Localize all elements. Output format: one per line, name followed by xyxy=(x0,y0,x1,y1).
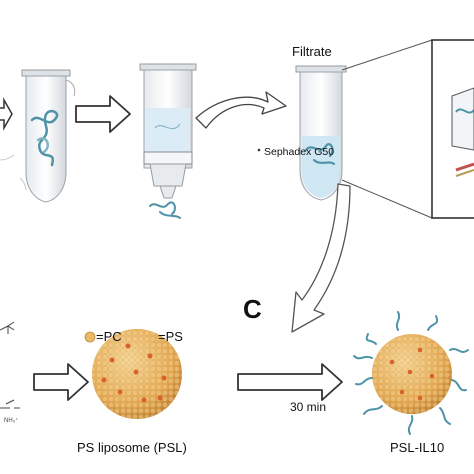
legend-pc-label: =PC xyxy=(96,329,122,344)
filtrate-protein-icon xyxy=(304,143,336,166)
legend-pc-bead xyxy=(84,331,96,343)
block-arrow-3 xyxy=(237,363,343,401)
incubation-time-label: 30 min xyxy=(290,400,327,414)
block-arrow-2 xyxy=(33,363,89,401)
filtrate-label: Filtrate xyxy=(292,44,332,59)
curved-arrow-down xyxy=(291,183,351,333)
curved-arrow-top xyxy=(195,91,287,129)
psl-liposome-icon xyxy=(92,329,182,419)
psl-il10-icon xyxy=(353,311,469,435)
sephadex-label: Sephadex G50 xyxy=(264,146,335,158)
lipid-headgroup-structure: NH₃⁺ xyxy=(0,321,20,424)
left-edge-faint-lines xyxy=(0,154,27,191)
svg-text:NH₃⁺: NH₃⁺ xyxy=(4,417,18,424)
panel-c-label: C xyxy=(243,294,262,324)
tube-1-microcentrifuge-tube-icon xyxy=(21,69,76,203)
left-edge-arrow xyxy=(0,97,13,131)
spin-column-icon xyxy=(139,63,197,199)
psl-il10-caption: PSL-IL10 xyxy=(390,440,445,455)
tube-1-protein-icon xyxy=(30,109,59,167)
filtrate-tube-icon xyxy=(295,65,347,201)
legend-ps-label: =PS xyxy=(158,329,183,344)
psl-caption: PS liposome (PSL) xyxy=(77,440,187,455)
sephadex-pointer xyxy=(257,148,261,152)
inset-panel xyxy=(341,39,474,219)
block-arrow-1 xyxy=(75,95,131,133)
eluted-protein-icon xyxy=(149,201,181,219)
